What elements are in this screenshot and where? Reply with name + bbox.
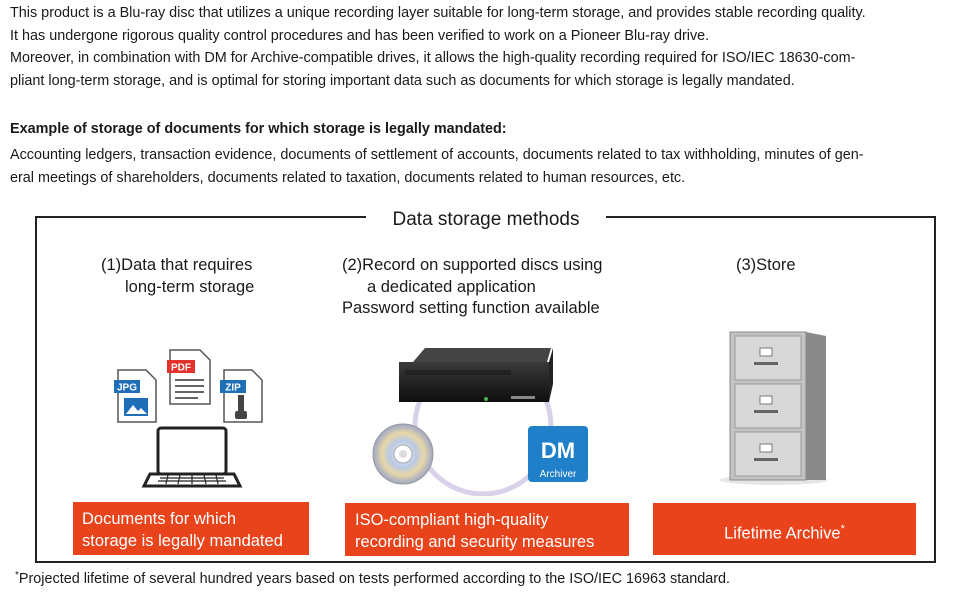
col1-title-line2: long-term storage bbox=[125, 278, 255, 296]
badge-line: storage is legally mandated bbox=[82, 532, 283, 550]
badge-iso-compliant: ISO-compliant high-quality recording and… bbox=[345, 503, 629, 556]
footnote: *Projected lifetime of several hundred y… bbox=[15, 570, 731, 588]
documents-laptop-illustration: JPG PDF ZIP bbox=[114, 349, 263, 488]
dm-logo-text: DM bbox=[541, 438, 575, 463]
footnote-mark: * bbox=[15, 570, 19, 581]
intro-text: This product is a Blu-ray disc that util… bbox=[10, 2, 965, 92]
footnote-text: Projected lifetime of several hundred ye… bbox=[18, 571, 731, 587]
col3-title: (3)Store bbox=[736, 256, 796, 274]
example-list: Accounting ledgers, transaction evidence… bbox=[10, 144, 864, 190]
filing-cabinet-illustration bbox=[720, 331, 828, 485]
jpg-label: JPG bbox=[117, 383, 137, 394]
dm-archiver-logo-icon: DM Archiver bbox=[528, 426, 588, 482]
zip-file-icon: ZIP bbox=[220, 369, 263, 423]
intro-line: Moreover, in combination with DM for Arc… bbox=[10, 50, 856, 66]
pdf-file-icon: PDF bbox=[167, 349, 211, 405]
filing-cabinet-icon bbox=[729, 331, 826, 481]
badge-line: ISO-compliant high-quality bbox=[355, 511, 549, 529]
laptop-icon bbox=[141, 426, 243, 488]
col2-title-line3: Password setting function available bbox=[342, 299, 600, 317]
intro-line: It has undergone rigorous quality contro… bbox=[10, 27, 710, 44]
example-line: Accounting ledgers, transaction evidence… bbox=[10, 147, 864, 163]
badge-legally-mandated: Documents for which storage is legally m… bbox=[73, 502, 309, 555]
col2-title-line2: a dedicated application bbox=[367, 278, 536, 296]
badge-footnote-mark: * bbox=[840, 523, 845, 535]
intro-line: This product is a Blu-ray disc that util… bbox=[10, 5, 866, 21]
intro-line: pliant long-term storage, and is optimal… bbox=[10, 72, 795, 89]
badge-line: Documents for which bbox=[82, 510, 237, 528]
disc-icon bbox=[372, 423, 434, 485]
badge-lifetime-archive: Lifetime Archive* bbox=[653, 503, 916, 555]
archiver-logo-text: Archiver bbox=[540, 469, 577, 480]
badge-line: Lifetime Archive bbox=[724, 524, 841, 543]
col1-title-line1: (1)Data that requires bbox=[101, 256, 253, 274]
example-line: eral meetings of shareholders, documents… bbox=[10, 170, 686, 186]
bluray-drive-illustration: DM Archiver bbox=[372, 348, 588, 496]
zip-label: ZIP bbox=[225, 383, 241, 394]
jpg-file-icon: JPG bbox=[114, 369, 157, 423]
diagram-title: Data storage methods bbox=[366, 207, 606, 233]
pdf-label: PDF bbox=[171, 363, 191, 374]
example-heading: Example of storage of documents for whic… bbox=[10, 121, 507, 137]
badge-line: recording and security measures bbox=[355, 533, 595, 551]
col2-title-line1: (2)Record on supported discs using bbox=[342, 256, 603, 274]
bluray-drive-icon bbox=[399, 348, 553, 402]
